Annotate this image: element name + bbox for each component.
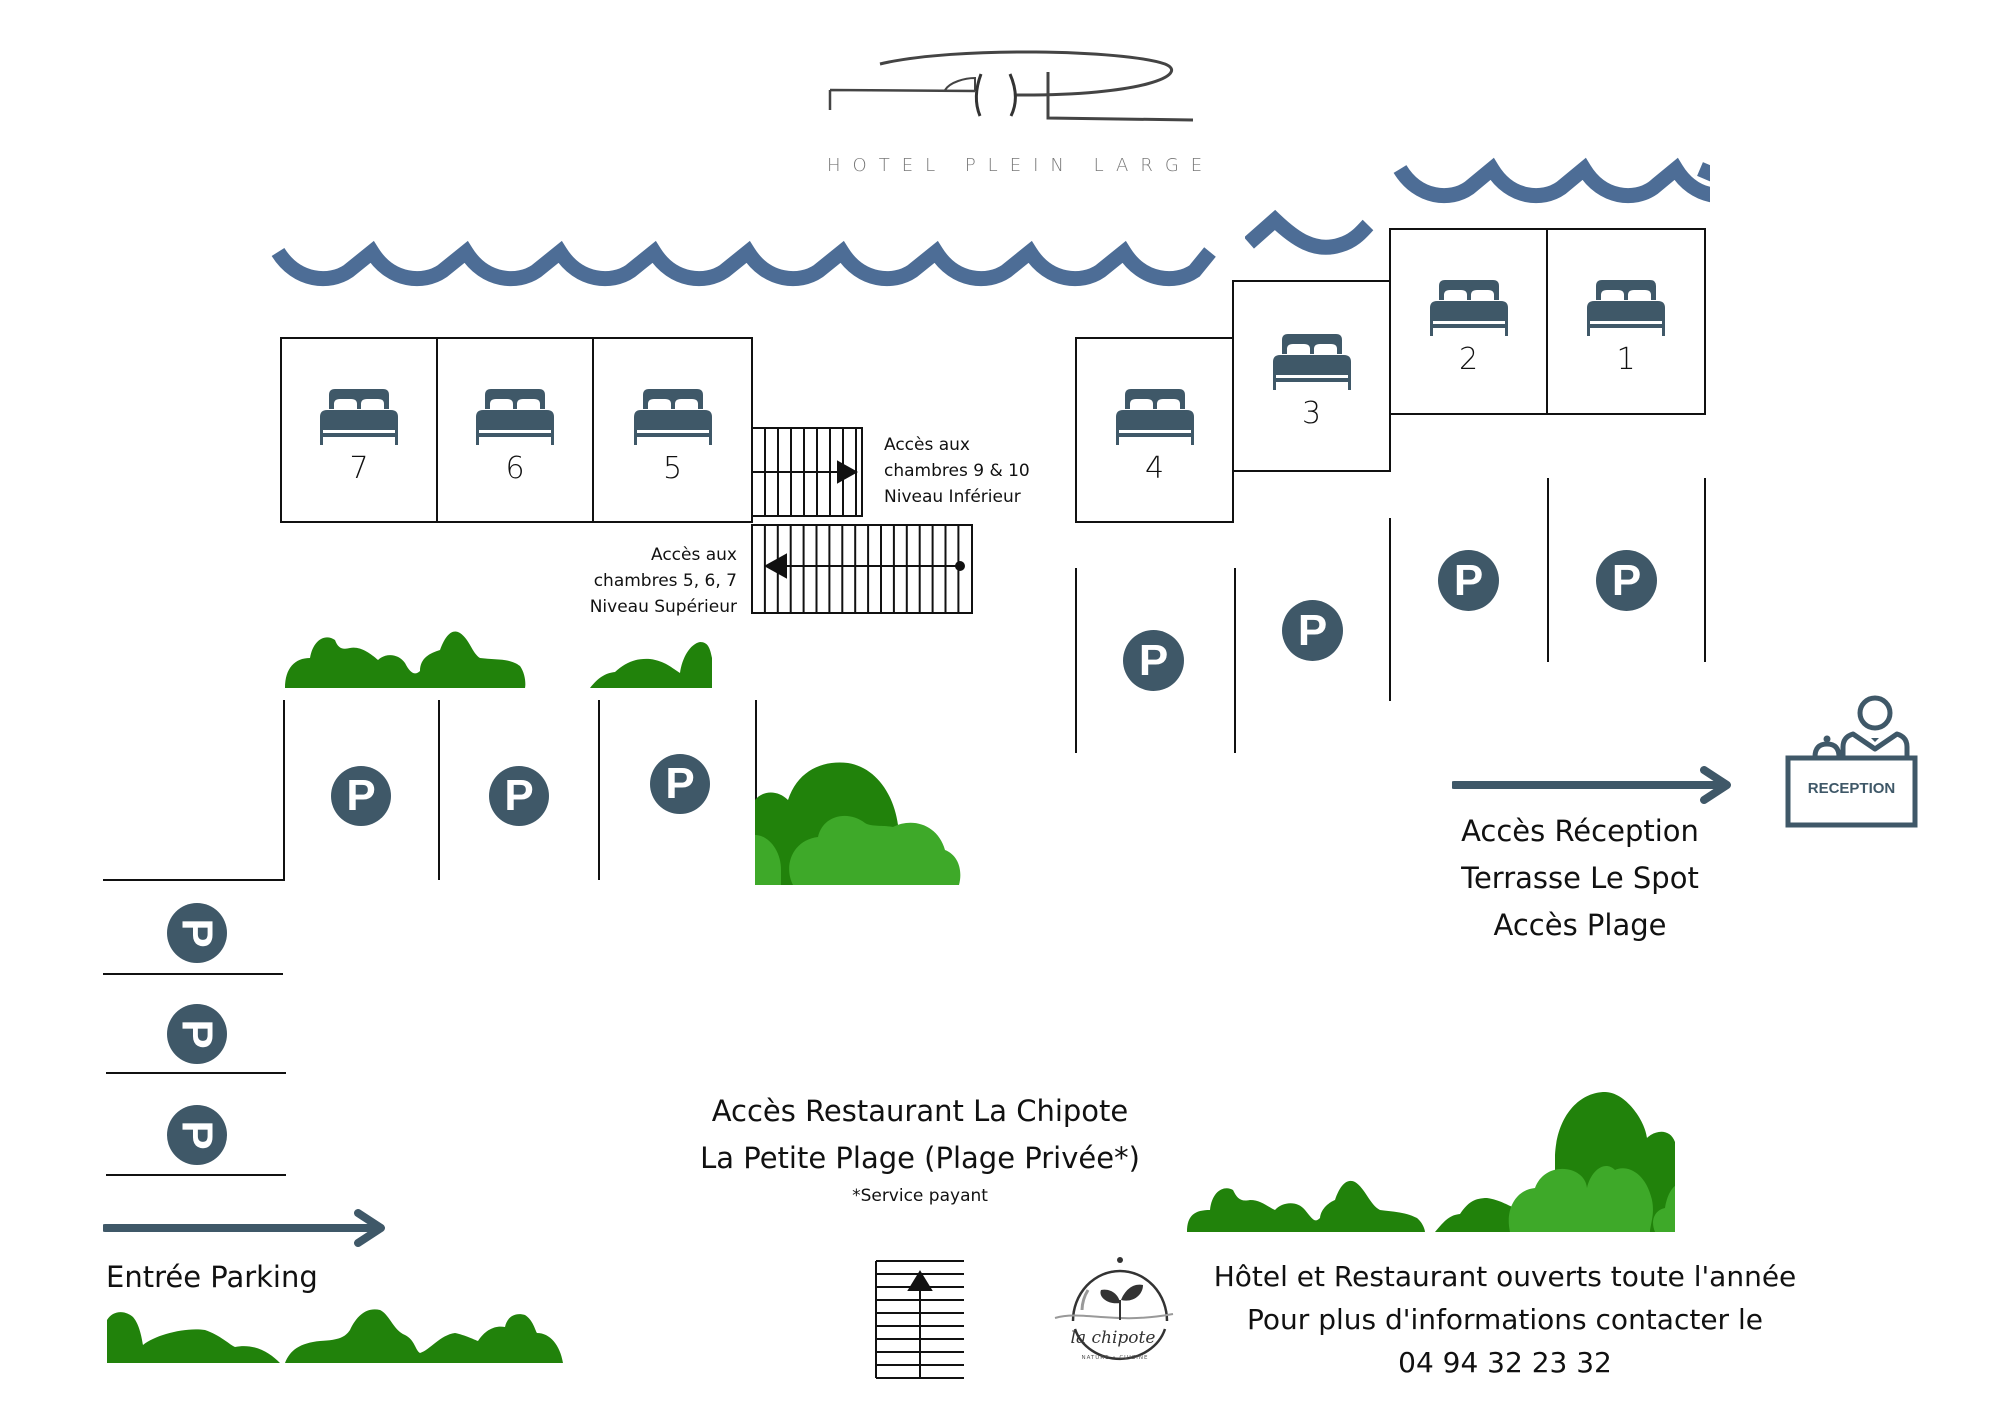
bed-icon [1115,389,1194,445]
hotel-logo [825,48,1200,138]
stairs-lower-access-label: Accès aux chambres 9 & 10 Niveau Inférie… [884,432,1030,510]
room-6[interactable]: 6 [436,337,594,523]
parking-icon[interactable]: P [1282,600,1343,661]
arrow-right-icon [1452,766,1731,804]
bush-icon [1187,1092,1675,1232]
parking-icon[interactable]: P [489,766,549,826]
parking-icon[interactable]: P [331,766,391,826]
bed-icon [320,389,398,445]
parking-divider [103,879,285,881]
sea-waves-right-icon [1393,157,1710,204]
sea-waves-middle-icon [1245,209,1374,255]
reception-desk-label: RECEPTION [1807,780,1896,797]
parking-icon[interactable]: P [1438,550,1499,611]
room-number: 6 [505,451,525,486]
bed-icon [1272,334,1351,390]
parking-icon[interactable]: P [167,1105,227,1165]
bush-icon [755,762,961,885]
label-line: Accès aux [651,545,737,565]
parking-divider [1704,478,1706,662]
parking-divider [1389,518,1391,701]
label-line: chambres 5, 6, 7 [593,571,737,591]
bed-icon [633,389,712,445]
parking-divider [1234,568,1236,753]
bed-icon [1587,280,1665,336]
parking-glyph: P [172,1019,222,1049]
restaurant-logo-tagline: NATURE • CUISINE [1081,1355,1148,1361]
parking-icon[interactable]: P [167,1004,227,1064]
la-chipote-logo-icon: la chipote NATURE • CUISINE [1054,1257,1174,1361]
parking-icon[interactable]: P [1123,630,1184,691]
label-line: Accès aux [884,435,970,455]
label-line: Niveau Supérieur [589,597,737,617]
parking-divider [1547,478,1549,662]
bed-icon [1429,280,1508,336]
room-number: 1 [1616,342,1636,377]
stairs-up-to-beach-icon[interactable] [874,1258,966,1380]
room-number: 3 [1301,396,1322,431]
parking-glyph: P [665,759,695,808]
bush-icon [285,631,712,688]
parking-divider [106,1072,286,1074]
info-line: Pour plus d'informations contacter le [1247,1303,1763,1336]
receptionist-icon [1785,695,1918,828]
label-line: Accès Réception [1461,814,1699,848]
bed-icon [476,389,554,445]
parking-glyph: P [1611,555,1642,605]
bush-icon [107,1309,563,1363]
arrow-right-icon [103,1209,385,1247]
hotel-logo-mark-icon [828,50,1194,122]
label-line: Accès Plage [1493,908,1667,942]
sea-waves-left-icon [271,240,1216,287]
room-4[interactable]: 4 [1075,337,1234,523]
parking-glyph: P [346,771,376,820]
restaurant-logo-name: la chipote [1071,1328,1156,1348]
room-3[interactable]: 3 [1232,280,1391,472]
label-line: Terrasse Le Spot [1461,861,1699,895]
stairs-up-icon[interactable] [750,523,975,616]
parking-glyph: P [1453,555,1484,605]
parking-divider [438,700,440,880]
room-number: 7 [349,451,369,486]
restaurant-logo[interactable]: la chipote NATURE • CUISINE [1053,1255,1178,1375]
parking-glyph: P [504,771,534,820]
reception-access-label: Accès Réception Terrasse Le Spot Accès P… [1440,808,1720,949]
parking-divider [598,700,600,880]
parking-divider [283,700,285,880]
restaurant-footnote: *Service payant [852,1186,988,1206]
info-line: Hôtel et Restaurant ouverts toute l'anné… [1213,1260,1797,1293]
parking-icon[interactable]: P [650,754,710,814]
room-2[interactable]: 2 [1389,228,1548,415]
parking-entry-label: Entrée Parking [106,1260,318,1294]
room-number: 5 [662,451,683,486]
opening-info: Hôtel et Restaurant ouverts toute l'anné… [1200,1255,1810,1384]
parking-glyph: P [1138,635,1169,685]
label-line: chambres 9 & 10 [884,461,1030,481]
label-line: Accès Restaurant La Chipote [711,1094,1129,1128]
room-5[interactable]: 5 [592,337,753,523]
stairs-upper-access-label: Accès aux chambres 5, 6, 7 Niveau Supéri… [590,542,737,620]
parking-divider [106,1174,286,1176]
parking-glyph: P [172,918,222,948]
label-line: Niveau Inférieur [884,487,1021,507]
stairs-down-icon[interactable] [750,426,865,520]
label-line: La Petite Plage (Plage Privée*) [700,1141,1140,1175]
restaurant-access-label: Accès Restaurant La Chipote La Petite Pl… [660,1088,1180,1182]
parking-divider [1075,568,1077,753]
room-1[interactable]: 1 [1546,228,1706,415]
parking-glyph: P [172,1120,222,1150]
room-number: 4 [1144,451,1165,486]
room-number: 2 [1458,342,1479,377]
parking-icon[interactable]: P [167,903,227,963]
parking-divider [103,973,283,975]
parking-icon[interactable]: P [1596,550,1657,611]
parking-divider [755,700,757,880]
hotel-logo-text: HOTEL PLEIN LARGE [827,155,1215,176]
parking-glyph: P [1297,605,1328,655]
room-7[interactable]: 7 [280,337,438,523]
reception-desk[interactable]: RECEPTION [1785,692,1920,830]
phone-number[interactable]: 04 94 32 23 32 [1398,1346,1612,1379]
